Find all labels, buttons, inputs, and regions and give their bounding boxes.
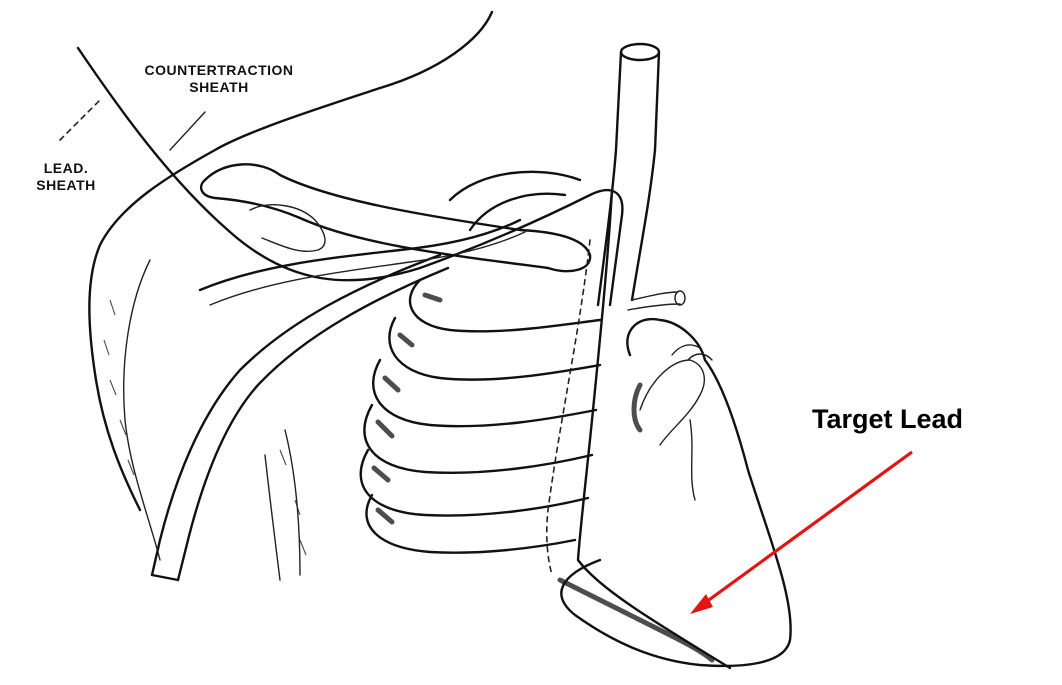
heart-vessel [672,345,712,360]
rib-1 [410,280,600,331]
red-arrow-icon [702,452,912,605]
lead-sheath-leader [60,100,100,140]
rib-6 [366,495,575,553]
shoulder-outline [124,260,160,560]
lead-sheath-tip [152,575,178,580]
lead-sheath-label: LEAD. SHEATH [18,160,114,194]
svc-top-opening [621,44,659,60]
branch-vessel-end [675,291,685,305]
svc-right-wall [632,52,659,300]
vein-lower [210,232,525,305]
rib-5 [361,450,588,516]
rib-4 [364,405,592,473]
rib-3 [373,360,596,426]
heart-shading [634,385,640,430]
lead-sheath-outer [152,255,440,575]
rib-2 [389,318,600,380]
countertraction-leader [170,112,205,150]
red-arrow-head-icon [690,594,713,614]
target-lead-label: Target Lead [812,404,963,435]
countertraction-label-line1: COUNTERTRACTION [104,62,334,79]
branch-vessel [628,292,680,310]
heart-inner-chamber [640,360,704,445]
countertraction-label: COUNTERTRACTION SHEATH [104,62,334,96]
countertraction-label-line2: SHEATH [104,79,334,96]
coronary-line [690,420,695,500]
lead-sheath-label-line1: LEAD. [18,160,114,177]
torso-lower-line [265,430,300,580]
svc-left-wall [598,52,621,305]
lead-sheath-label-line2: SHEATH [18,177,114,194]
sternum-dash [547,240,590,575]
